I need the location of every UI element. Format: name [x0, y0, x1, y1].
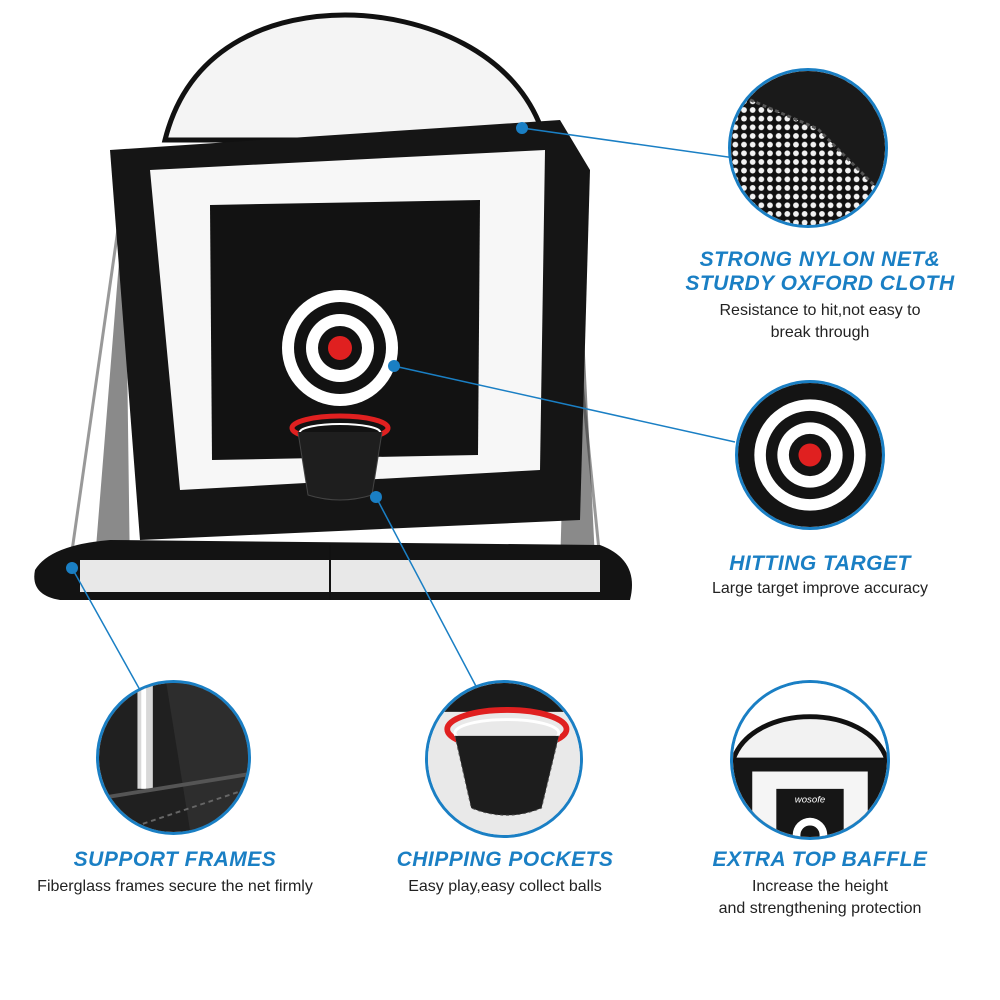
feature-description: Fiberglass frames secure the net firmly: [37, 878, 313, 895]
feature-description: Increase the height and strengthening pr…: [670, 876, 970, 920]
target-detail-image: [735, 380, 885, 530]
feature-nylon-net: STRONG NYLON NET& STURDY OXFORD CLOTH Re…: [655, 248, 985, 344]
desc-line: Increase the height: [751, 878, 889, 895]
baffle-detail-image: wosofe: [730, 680, 890, 840]
desc-line: Resistance to hit,not easy to: [719, 302, 921, 319]
feature-title: HITTING TARGET: [729, 552, 911, 575]
title-line: STURDY OXFORD CLOTH: [685, 272, 955, 295]
feature-description: Large target improve accuracy: [711, 580, 929, 597]
feature-title: SUPPORT FRAMES: [73, 848, 277, 871]
feature-support-frames: SUPPORT FRAMES Fiberglass frames secure …: [5, 848, 345, 898]
frame-detail-image: [96, 680, 251, 835]
brand-mark: wosofe: [795, 794, 825, 805]
feature-description: Easy play,easy collect balls: [408, 878, 602, 895]
desc-line: and strengthening protection: [718, 900, 922, 917]
feature-hitting-target: HITTING TARGET Large target improve accu…: [660, 552, 980, 600]
feature-title: CHIPPING POCKETS: [396, 848, 614, 871]
feature-top-baffle: EXTRA TOP BAFFLE Increase the height and…: [670, 848, 970, 920]
desc-line: break through: [770, 324, 870, 341]
feature-chipping-pockets: CHIPPING POCKETS Easy play,easy collect …: [360, 848, 650, 898]
feature-title: STRONG NYLON NET& STURDY OXFORD CLOTH: [655, 248, 985, 296]
feature-title: EXTRA TOP BAFFLE: [712, 848, 928, 871]
feature-description: Resistance to hit,not easy to break thro…: [655, 300, 985, 344]
title-line: STRONG NYLON NET&: [699, 248, 941, 271]
pocket-detail-image: [425, 680, 583, 838]
net-detail-image: [728, 68, 888, 228]
